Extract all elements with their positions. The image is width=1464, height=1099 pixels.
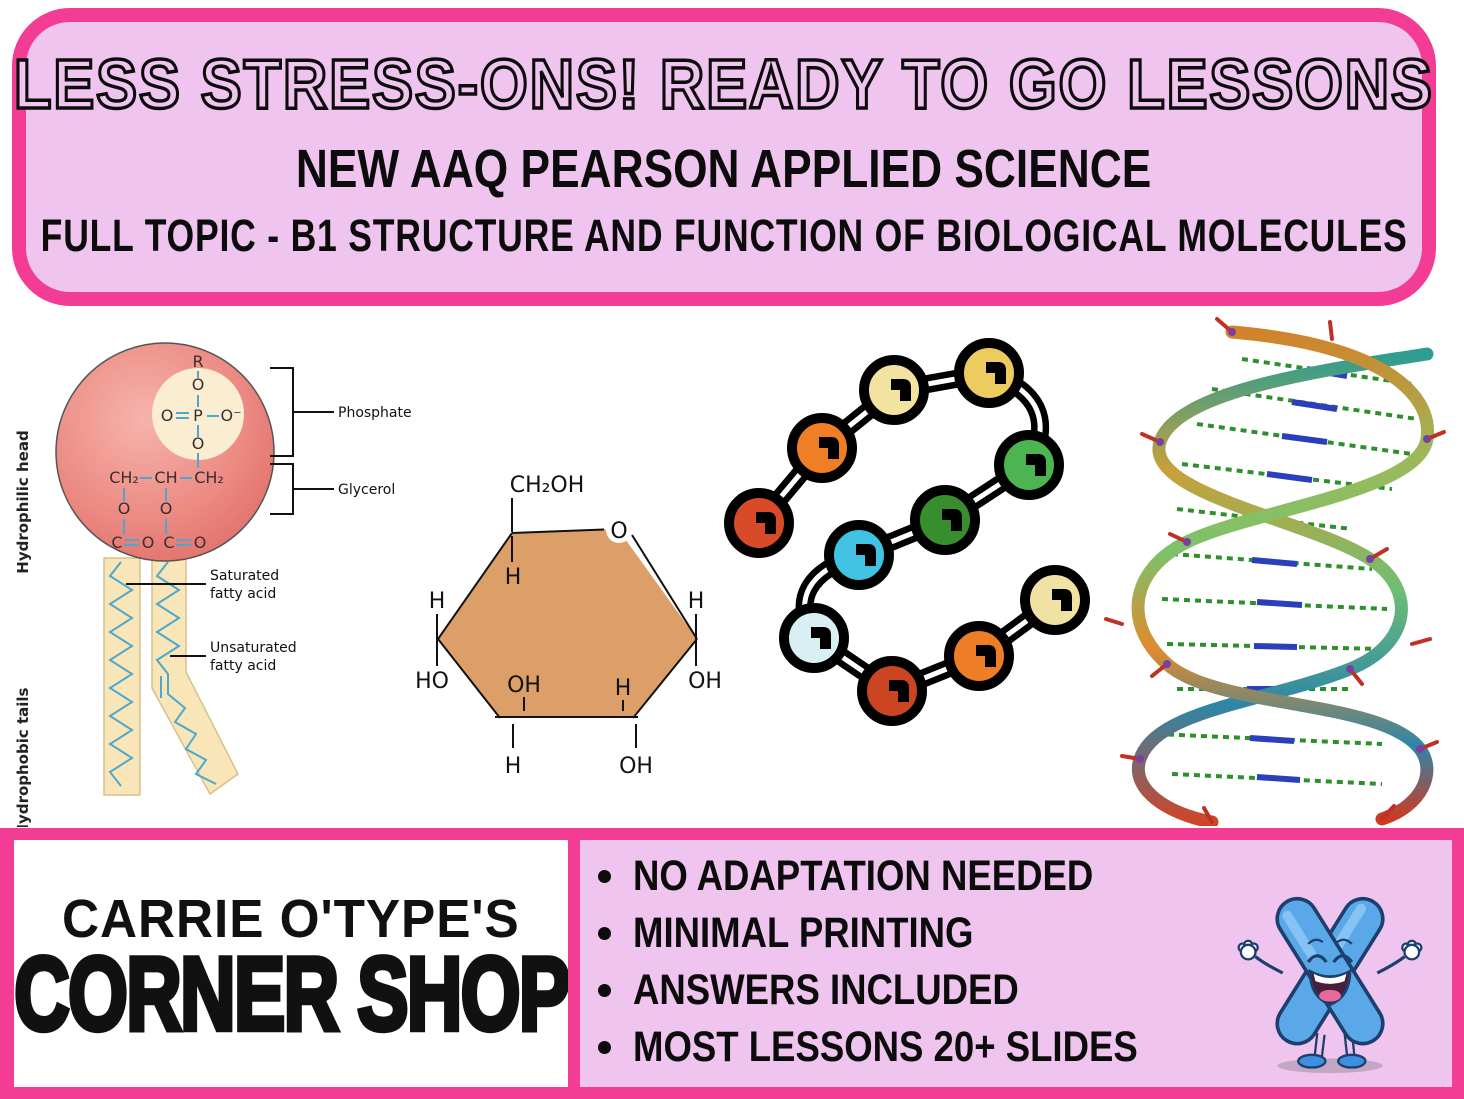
h-label: H bbox=[429, 589, 446, 614]
phospholipid-diagram: R O O P O⁻ O CH₂ CH CH₂ O O C bbox=[14, 342, 412, 827]
atom-o: O bbox=[192, 375, 205, 394]
atom-o-minus: O⁻ bbox=[220, 406, 241, 425]
banner-topic: FULL TOPIC - B1 STRUCTURE AND FUNCTION O… bbox=[40, 210, 1408, 261]
features-panel: NO ADAPTATION NEEDED MINIMAL PRINTING AN… bbox=[580, 840, 1452, 1087]
logo-line2: CORNER SHOP bbox=[14, 934, 568, 1055]
mascot-x-body bbox=[1275, 896, 1385, 1046]
unsaturated-label: Unsaturated bbox=[210, 640, 297, 656]
atom-o: O bbox=[192, 434, 205, 453]
h-label: H bbox=[688, 589, 705, 614]
phosphate-group: R O O P O⁻ O bbox=[161, 352, 242, 468]
title-banner: LESS STRESS-ONS! READY TO GO LESSONS NEW… bbox=[12, 8, 1436, 306]
feature-text: MINIMAL PRINTING bbox=[633, 909, 974, 957]
dna-strand-back bbox=[1131, 347, 1434, 826]
banner-title: LESS STRESS-ONS! READY TO GO LESSONS bbox=[12, 43, 1434, 125]
mascot-arm bbox=[1254, 955, 1284, 975]
bullet-dot-icon bbox=[598, 927, 611, 940]
atom-p: P bbox=[193, 406, 203, 425]
mascot-glove bbox=[1401, 939, 1423, 961]
oh-label: OH bbox=[619, 754, 653, 779]
atom-o: O bbox=[194, 533, 207, 552]
phosphate-zone bbox=[152, 368, 244, 460]
mascot-shoe bbox=[1297, 1053, 1327, 1069]
bullet-dot-icon bbox=[598, 1041, 611, 1054]
h-label: H bbox=[615, 676, 632, 701]
base-pair-cores bbox=[1246, 366, 1348, 783]
logo-line1: CARRIE O'TYPE'S bbox=[62, 889, 520, 949]
hydrophobic-tails-label: Hydrophobic tails bbox=[14, 687, 32, 827]
glucose-ring bbox=[438, 529, 697, 718]
chromosome-mascot bbox=[1237, 896, 1423, 1073]
atom-ch2: CH₂ bbox=[109, 468, 139, 487]
saturated-label: Saturated bbox=[210, 568, 279, 584]
glucose-diagram: O CH₂OH H H HO H OH OH H H OH bbox=[415, 473, 722, 779]
oh-label: OH bbox=[688, 669, 722, 694]
glycerol-label: Glycerol bbox=[338, 482, 395, 498]
dna-strand-front bbox=[1131, 325, 1435, 826]
atom-ch: CH bbox=[154, 468, 177, 487]
ho-label: HO bbox=[415, 669, 449, 694]
atom-r: R bbox=[192, 352, 203, 371]
atom-c: C bbox=[163, 533, 174, 552]
list-item: NO ADAPTATION NEEDED bbox=[598, 848, 1227, 905]
phosphate-label: Phosphate bbox=[338, 405, 412, 421]
polymer-chain-diagram bbox=[724, 338, 1090, 726]
h-label: H bbox=[505, 754, 522, 779]
atom-o: O bbox=[161, 406, 174, 425]
seller-logo: CARRIE O'TYPE'S CORNER SHOP bbox=[14, 840, 568, 1087]
mascot-shoe bbox=[1337, 1053, 1367, 1069]
ring-oxygen: O bbox=[610, 519, 627, 544]
list-item: ANSWERS INCLUDED bbox=[598, 962, 1227, 1019]
atom-o: O bbox=[118, 499, 131, 518]
atom-o: O bbox=[142, 533, 155, 552]
feature-text: NO ADAPTATION NEEDED bbox=[633, 852, 1094, 900]
list-item: MOST LESSONS 20+ SLIDES bbox=[598, 1019, 1227, 1076]
hydrophilic-head-label: Hydrophilic head bbox=[14, 430, 32, 573]
banner-subtitle: NEW AAQ PEARSON APPLIED SCIENCE bbox=[296, 139, 1152, 199]
unsaturated-label-2: fatty acid bbox=[210, 658, 276, 674]
mascot-glove bbox=[1237, 939, 1259, 961]
dna-helix-image bbox=[1104, 317, 1446, 826]
mascot-shadow bbox=[1277, 1058, 1383, 1073]
mascot-face bbox=[1306, 938, 1354, 1007]
feature-text: ANSWERS INCLUDED bbox=[633, 966, 1019, 1014]
saturated-label-2: fatty acid bbox=[210, 586, 276, 602]
mascot-arm bbox=[1376, 955, 1406, 975]
feature-list: NO ADAPTATION NEEDED MINIMAL PRINTING AN… bbox=[598, 848, 1227, 1076]
phosphate-atoms bbox=[1136, 328, 1431, 763]
bullet-dot-icon bbox=[598, 984, 611, 997]
atom-o: O bbox=[160, 499, 173, 518]
oh-label: OH bbox=[507, 673, 541, 698]
atom-ch2: CH₂ bbox=[194, 468, 224, 487]
atom-c: C bbox=[111, 533, 122, 552]
feature-text: MOST LESSONS 20+ SLIDES bbox=[633, 1023, 1138, 1071]
footer-band: CARRIE O'TYPE'S CORNER SHOP NO ADAPTATIO… bbox=[0, 828, 1464, 1099]
list-item: MINIMAL PRINTING bbox=[598, 905, 1227, 962]
h-label: H bbox=[505, 565, 522, 590]
fatty-acid-labels: Saturated fatty acid Unsaturated fatty a… bbox=[126, 568, 297, 674]
glycerol-group: CH₂ CH CH₂ O O C O C O bbox=[109, 468, 224, 552]
part-label-brackets: Phosphate Glycerol bbox=[270, 367, 412, 515]
ch2oh-label: CH₂OH bbox=[510, 473, 585, 498]
bullet-dot-icon bbox=[598, 870, 611, 883]
